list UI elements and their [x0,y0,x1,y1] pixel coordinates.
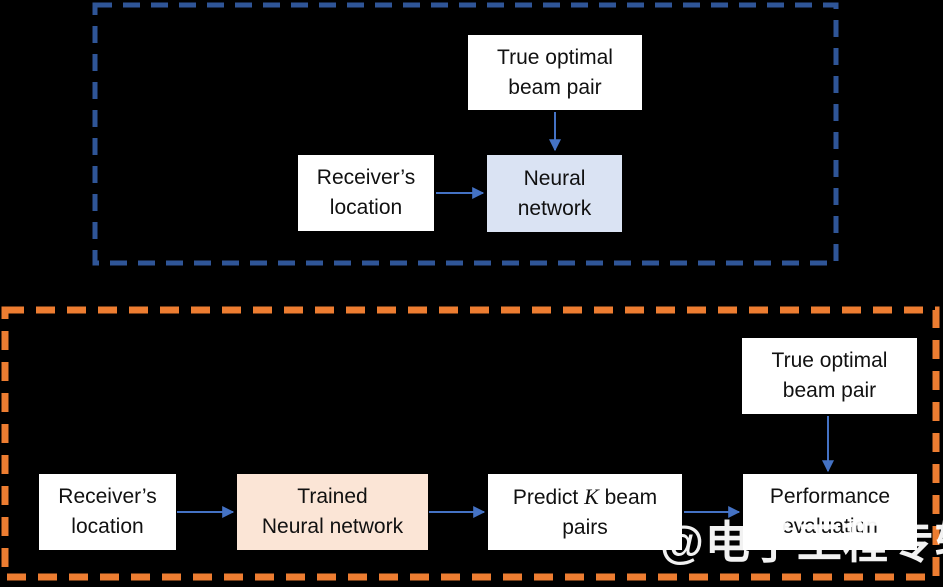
node-label: Neural [523,166,586,190]
node-predict-k-beam-pairs: Predict K beam pairs [488,474,682,550]
node-label: location [71,515,144,538]
node-trained-neural-network: Trained Neural network [237,474,428,550]
node-label: Predict K beam [513,482,657,513]
node-label: beam pair [782,379,877,402]
node-label: location [329,196,403,219]
node-label: pairs [562,515,608,539]
testing-stage-dashed-border [1,306,940,581]
node-label: Neural network [261,515,404,538]
math-variable-k: K [584,483,599,509]
node-receivers-location-testing: Receiver’s location [39,474,176,550]
node-label: evaluation [782,515,878,538]
node-receivers-location-training: Receiver’s location [298,155,434,231]
node-label-text: beam [598,485,658,509]
node-neural-network: Neural network [487,155,622,232]
node-label: Receiver’s [316,166,416,189]
node-label: beam pair [508,75,602,99]
training-stage-dashed-border [92,2,839,266]
node-label: network [517,196,592,220]
node-label: Trained [297,485,368,508]
node-true-optimal-beam-pair-training: True optimal beam pair [468,35,642,110]
watermark-text: @电子工程专辑 [660,517,943,568]
node-label-text: Predict [512,485,585,509]
node-label: Performance [769,485,891,508]
node-performance-evaluation: Performance evaluation [743,474,917,550]
node-true-optimal-beam-pair-testing: True optimal beam pair [742,338,917,414]
node-label: True optimal [497,45,613,69]
node-label: True optimal [771,349,888,372]
node-label: Receiver’s [58,485,157,508]
